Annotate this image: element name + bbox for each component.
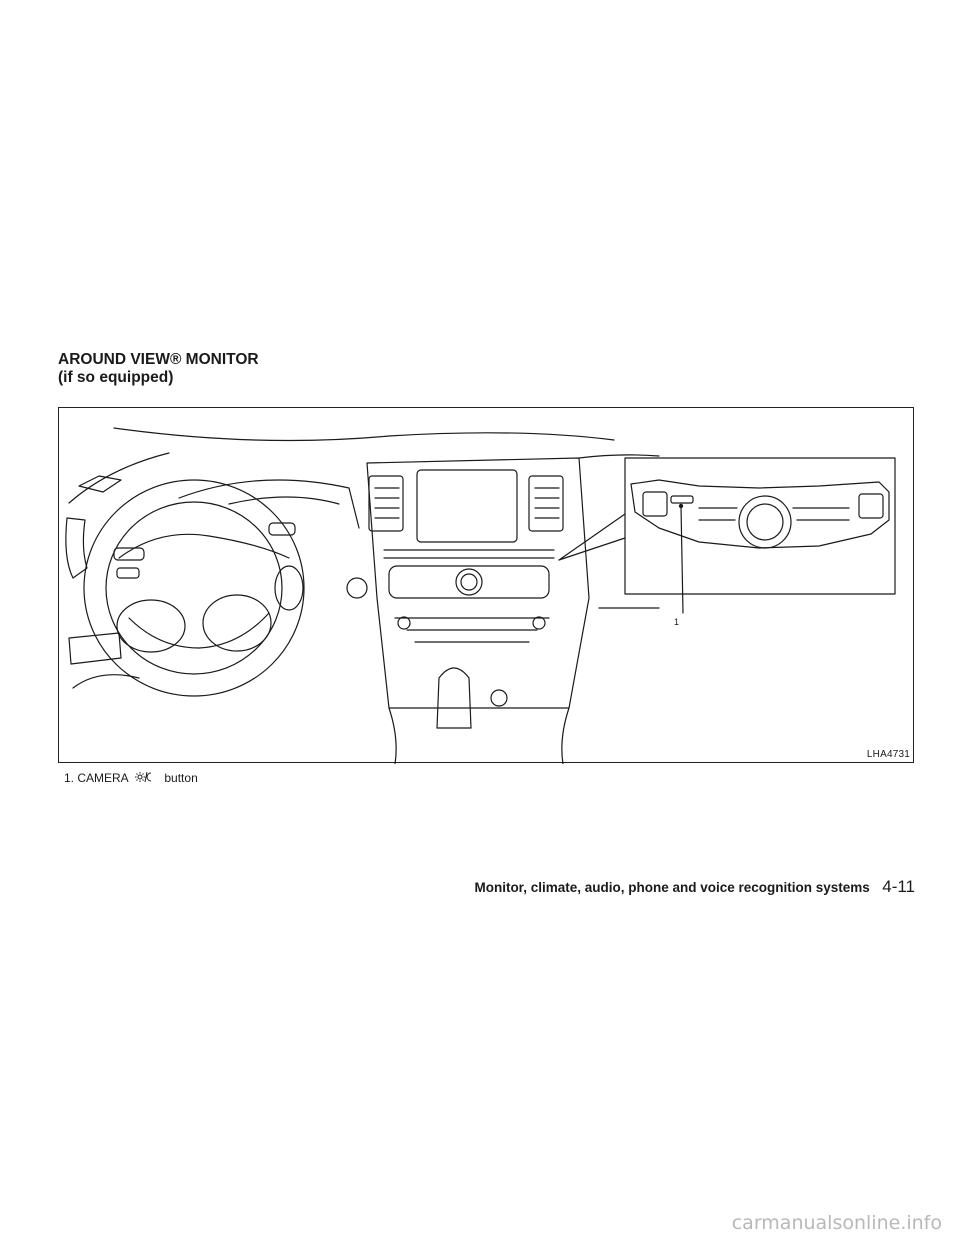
section-title: AROUND VIEW® MONITOR: [58, 351, 259, 368]
steering-wheel-outer: [83, 479, 305, 697]
inset-control-panel: [630, 479, 890, 549]
left-side-vent: [65, 517, 88, 579]
inset-knob-inner: [746, 503, 784, 541]
inset-leader: [558, 513, 626, 561]
audio-knob: [455, 568, 483, 596]
knee-panel: [72, 674, 140, 689]
center-stack: [366, 457, 590, 709]
center-vent-right: [528, 475, 564, 532]
wheel-spoke-top: [118, 533, 290, 559]
day-night-icon: [135, 771, 155, 786]
vent-slats-right: [534, 487, 560, 519]
center-vent-left: [368, 475, 404, 532]
callout-number: 1: [674, 617, 680, 627]
inset-button-rows: [698, 507, 850, 521]
callout-line: [680, 505, 684, 614]
dashboard-drawing: [65, 427, 896, 764]
camera-button: [670, 495, 694, 504]
wheel-switch-left-2: [116, 567, 140, 579]
start-button: [346, 577, 368, 599]
climate-knob-left: [397, 616, 411, 630]
audio-knob-inner: [460, 573, 478, 591]
watermark: carmanualsonline.info: [731, 1212, 942, 1234]
wheel-hub: [128, 612, 270, 649]
section-subtitle: (if so equipped): [58, 369, 174, 386]
audio-panel: [388, 565, 550, 599]
inset-box: [624, 457, 896, 595]
inset-left-button: [642, 491, 668, 517]
dash-right: [578, 454, 660, 609]
inset-knob-outer: [738, 495, 792, 549]
section-heading: AROUND VIEW® MONITOR (if so equipped): [58, 351, 259, 387]
gear-shifter: [436, 667, 472, 729]
console-sides: [388, 707, 570, 764]
caption-suffix: button: [164, 771, 198, 785]
left-vent: [78, 475, 122, 493]
preset-buttons-row: [383, 549, 555, 559]
wheel-switch-right: [268, 522, 296, 536]
figure-code: LHA4731: [866, 749, 910, 760]
wheel-switch-left: [113, 547, 145, 561]
callout-dot: [678, 503, 684, 509]
climate-knob-right: [532, 616, 546, 630]
steering-wheel-inner: [105, 501, 283, 675]
wheel-right-grip: [274, 565, 304, 611]
wheel-lower-pad-right: [202, 594, 272, 652]
instrument-cluster: [228, 496, 340, 505]
console-dial: [490, 689, 508, 707]
vent-slats-left: [374, 487, 400, 519]
center-screen: [416, 469, 518, 543]
page-number: 4-11: [882, 877, 915, 896]
instrument-hood: [178, 479, 360, 529]
caption-prefix: 1. CAMERA: [64, 771, 129, 785]
wheel-lower-pad: [116, 599, 186, 653]
dash-top-line: [113, 427, 615, 442]
figure-caption: 1. CAMERA button: [64, 771, 198, 786]
page-footer: Monitor, climate, audio, phone and voice…: [474, 877, 915, 897]
inset-right-button: [858, 493, 884, 519]
dash-left-edge: [68, 452, 170, 504]
lower-left-switches: [68, 632, 122, 665]
climate-panel: [394, 617, 550, 643]
dashboard-illustration: LHA4731: [58, 407, 914, 764]
footer-section-title: Monitor, climate, audio, phone and voice…: [474, 880, 870, 895]
